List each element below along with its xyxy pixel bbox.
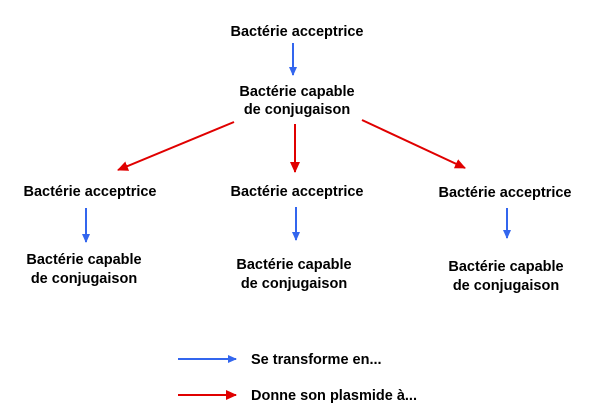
root-capable-label-line2: de conjugaison xyxy=(244,102,350,118)
left-capable-label-line1: Bactérie capable xyxy=(26,252,141,268)
legend-plasmid-label: Donne son plasmide à... xyxy=(251,388,417,404)
right-capable-label-line2: de conjugaison xyxy=(453,278,559,294)
left-acceptor-label: Bactérie acceptrice xyxy=(24,184,157,200)
plasmid-arrow-to-right xyxy=(361,119,466,169)
root-capable-label-line1: Bactérie capable xyxy=(239,84,354,100)
right-capable-label-line1: Bactérie capable xyxy=(448,259,563,275)
plasmid-arrow-to-left xyxy=(117,121,235,171)
left-capable-label-line2: de conjugaison xyxy=(31,271,137,287)
center-capable-label-line2: de conjugaison xyxy=(241,276,347,292)
legend-transform-label: Se transforme en... xyxy=(251,352,382,368)
center-capable-label-line1: Bactérie capable xyxy=(236,257,351,273)
root-acceptor-label: Bactérie acceptrice xyxy=(231,24,364,40)
right-acceptor-label: Bactérie acceptrice xyxy=(439,185,572,201)
center-acceptor-label: Bactérie acceptrice xyxy=(231,184,364,200)
